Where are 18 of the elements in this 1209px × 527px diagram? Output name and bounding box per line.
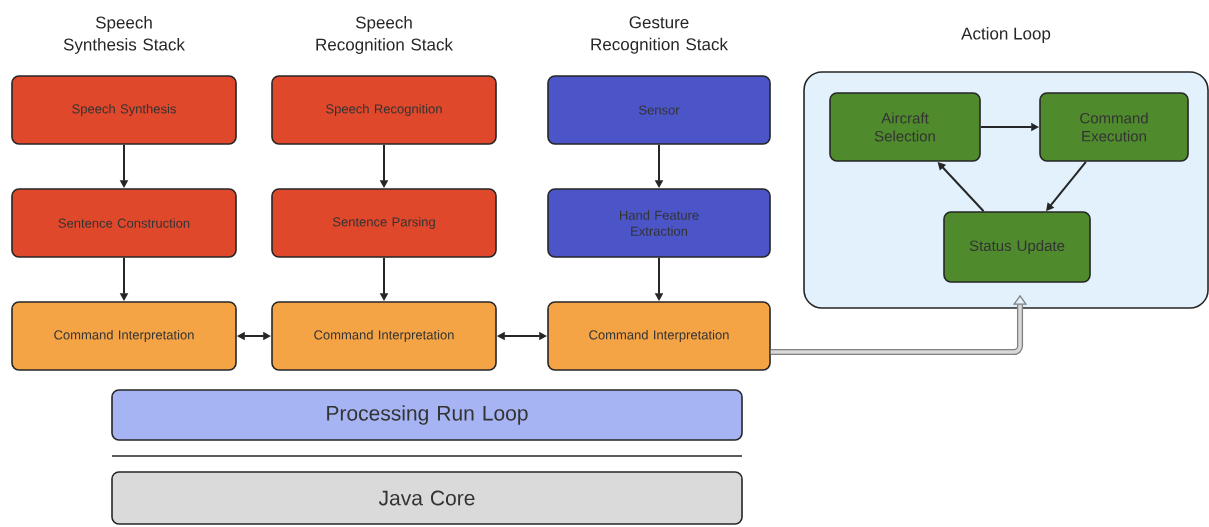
process-box: Status Update bbox=[943, 211, 1091, 283]
stack-heading: Gesture Recognition Stack bbox=[591, 16, 728, 54]
process-box: Sentence Construction bbox=[11, 188, 237, 258]
process-box: Command Interpretation bbox=[11, 301, 237, 371]
process-box: Speech Synthesis bbox=[11, 75, 237, 145]
process-box: Command Interpretation bbox=[271, 301, 497, 371]
process-box: Java Core bbox=[111, 471, 743, 525]
process-box: Aircraft Selection bbox=[829, 92, 981, 162]
process-box: Processing Run Loop bbox=[111, 389, 743, 441]
process-box: Hand Feature Extraction bbox=[547, 188, 771, 258]
process-box: Command Interpretation bbox=[547, 301, 771, 371]
stack-heading: Speech Synthesis Stack bbox=[63, 16, 185, 54]
heading: Action Loop bbox=[961, 27, 1051, 43]
process-box: Command Execution bbox=[1039, 92, 1189, 162]
process-box: Sentence Parsing bbox=[271, 188, 497, 258]
stack-heading: Speech Recognition Stack bbox=[316, 16, 453, 54]
process-box: Speech Recognition bbox=[271, 75, 497, 145]
process-box: Sensor bbox=[547, 75, 771, 145]
